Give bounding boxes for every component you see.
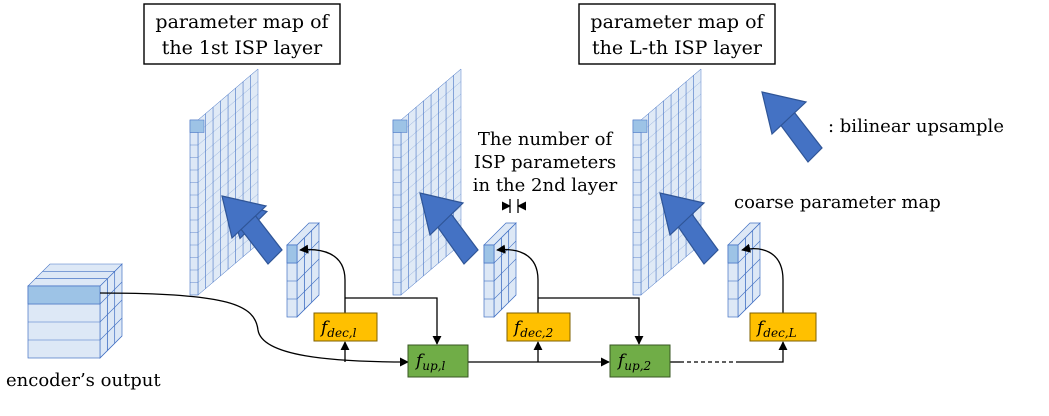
parameter-map-Lth-highlight (632, 119, 648, 133)
svg-text:fdec,L: fdec,L (755, 318, 797, 340)
title-first-line2: the 1st ISP layer (162, 37, 323, 59)
title-box-first (143, 3, 341, 65)
upsample-arrowheads (221, 91, 808, 240)
coarse-map-1st-highlight (286, 244, 298, 264)
parameter-map-1st-highlight (189, 119, 205, 133)
arrowhead-3 (659, 192, 706, 237)
encoder-to-up-l (99, 292, 409, 367)
dec-l-to-up-l (345, 297, 442, 345)
arrowhead-legend (761, 91, 808, 136)
parameter-map-1st (189, 68, 259, 296)
up-l-sub: up,l (422, 359, 445, 373)
parameter-map-Lth (632, 68, 702, 296)
title-last-line2: the L-th ISP layer (592, 37, 763, 59)
coarse-map-2nd (483, 222, 517, 318)
dec-2-sub: dec,2 (520, 326, 553, 340)
dec-2-to-map (496, 244, 539, 313)
title-last-line1: parameter map of (590, 11, 765, 33)
upsampler-block-2: fup,2 (609, 344, 671, 378)
svg-text:fdec,l: fdec,l (319, 318, 357, 340)
arrowhead-1 (221, 195, 268, 240)
connections (99, 243, 788, 367)
decoder-block-l: fdec,l (313, 312, 378, 342)
large-parameter-maps (189, 68, 702, 296)
encoder-output-cube (27, 263, 123, 359)
num-params-line1: The number of (478, 129, 614, 150)
svg-text:fup,2: fup,2 (616, 351, 651, 373)
dec-L-base: f (755, 318, 766, 338)
coarse-map-Lth-highlight (727, 244, 739, 264)
decoder-block-L: fdec,L (749, 312, 817, 342)
num-params-line2: ISP parameters (474, 152, 616, 173)
dec-l-base: f (319, 318, 330, 338)
parameter-map-2nd-highlight (392, 119, 408, 133)
upsampler-block-l: fup,l (407, 344, 469, 378)
up-2-sub: up,2 (624, 359, 651, 373)
coarse-map-1st (286, 222, 320, 318)
encoder-output-label: encoder’s output (6, 370, 161, 391)
channel-width-indicator (501, 199, 527, 213)
dec-l-sub: dec,l (327, 326, 356, 340)
encoder-highlight (27, 285, 101, 305)
svg-text:fup,l: fup,l (414, 351, 446, 373)
coarse-map-Lth (727, 222, 761, 318)
up-l-base: f (414, 351, 425, 371)
parameter-map-2nd (392, 68, 462, 296)
dec-L-to-map (741, 243, 784, 313)
to-dec-L (740, 341, 788, 363)
dec-2-base: f (512, 318, 523, 338)
bilinear-legend-label: : bilinear upsample (828, 116, 1004, 137)
dec-2-to-up-2 (538, 297, 644, 345)
coarse-map-label: coarse parameter map (734, 192, 941, 213)
arrowhead-2 (419, 192, 465, 237)
title-first-line1: parameter map of (155, 11, 330, 33)
svg-text:fdec,2: fdec,2 (512, 318, 553, 340)
coarse-map-2nd-highlight (483, 244, 495, 264)
decoder-block-2: fdec,2 (506, 312, 571, 342)
dec-L-sub: dec,L (763, 326, 796, 340)
dec-l-to-map (299, 244, 346, 313)
title-box-last (578, 3, 776, 65)
num-params-line3: in the 2nd layer (473, 175, 618, 196)
up-2-base: f (616, 351, 627, 371)
